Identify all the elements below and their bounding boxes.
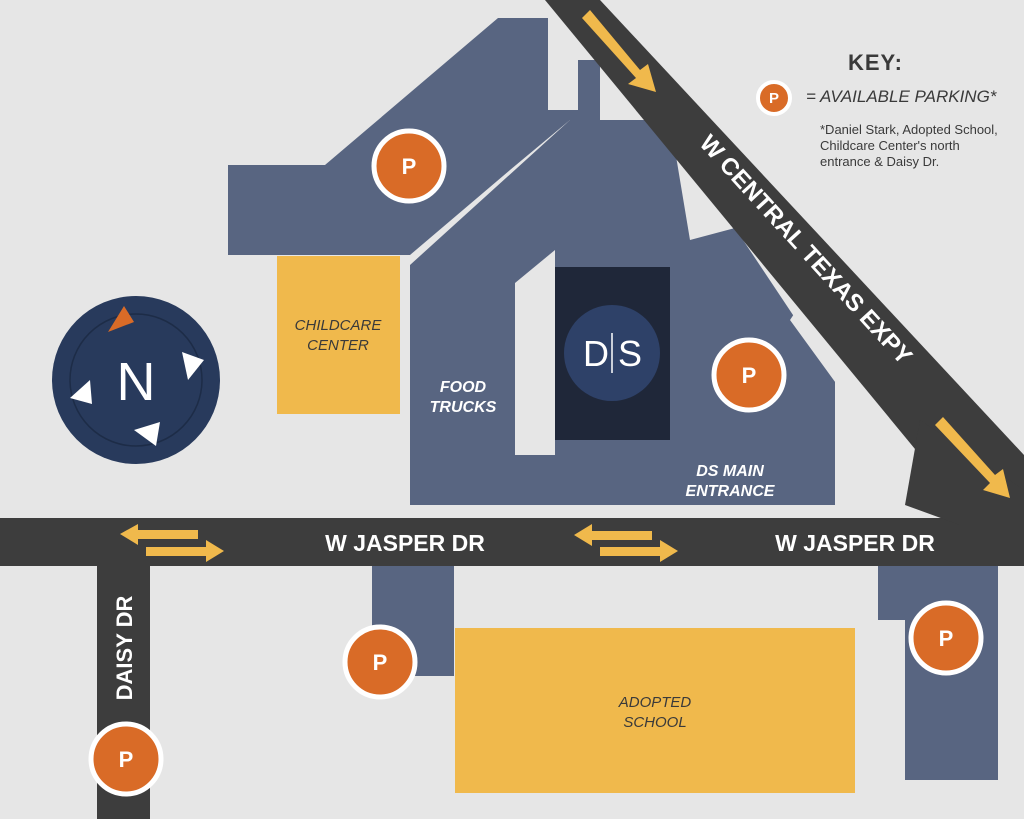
food-trucks-label-2: TRUCKS xyxy=(430,399,497,416)
compass-west-arrow-icon xyxy=(70,380,92,404)
parking-marker-label: P xyxy=(402,154,417,179)
parking-marker: P xyxy=(88,721,164,797)
lot-courtyard xyxy=(515,250,555,455)
expy-arrow-south xyxy=(935,417,1010,498)
compass-disc xyxy=(52,296,220,464)
jasper-mid-arrow-left xyxy=(574,524,652,546)
parking-marker-label: P xyxy=(939,626,954,651)
key-parking-label: = AVAILABLE PARKING* xyxy=(806,87,997,106)
compass-letter: N xyxy=(117,352,156,412)
parking-marker: P xyxy=(908,600,984,676)
traffic-arrows xyxy=(120,10,1010,562)
compass: N xyxy=(52,296,220,464)
jasper-west-arrow-right xyxy=(146,540,224,562)
central-expy-road xyxy=(545,0,1024,540)
ds-logo-left: D xyxy=(583,333,609,374)
expy-ramp xyxy=(905,420,1024,525)
compass-north-arrow-icon xyxy=(108,306,134,332)
childcare-building xyxy=(277,256,400,414)
childcare-label-2: CENTER xyxy=(307,337,369,354)
compass-ring xyxy=(69,313,203,447)
childcare-label-1: CHILDCARE xyxy=(295,317,383,334)
jasper-mid-arrow-right xyxy=(600,540,678,562)
compass-east-arrow-icon xyxy=(182,352,204,380)
jasper-west-label: W JASPER DR xyxy=(325,530,485,556)
main-entrance-label-2: ENTRANCE xyxy=(686,483,776,500)
parking-marker-label: P xyxy=(742,363,757,388)
jasper-west-arrow-left xyxy=(120,524,198,545)
parking-marker: P xyxy=(342,624,418,700)
school-label-1: ADOPTED xyxy=(618,694,692,711)
adopted-school-building xyxy=(455,628,855,793)
compass-south-arrow-icon xyxy=(134,422,160,446)
ds-logo-right: S xyxy=(618,333,642,374)
parking-marker: P xyxy=(371,128,447,204)
school-label-2: SCHOOL xyxy=(623,714,686,731)
jasper-east-label: W JASPER DR xyxy=(775,530,935,556)
parking-marker: P xyxy=(711,337,787,413)
parking-marker-label: P xyxy=(373,650,388,675)
main-entrance-label-1: DS MAIN xyxy=(696,463,764,480)
food-trucks-label-1: FOOD xyxy=(440,379,487,396)
key-parking-icon: P xyxy=(756,80,792,116)
north-lot-notch xyxy=(548,60,578,110)
key-title: KEY: xyxy=(848,50,903,75)
parking-marker-label: P xyxy=(119,747,134,772)
east-island xyxy=(790,305,905,505)
key-note: *Daniel Stark, Adopted School, Childcare… xyxy=(820,122,998,169)
daisy-label: DAISY DR xyxy=(112,596,137,701)
expy-arrow-north xyxy=(582,10,656,92)
jasper-road xyxy=(0,518,1024,566)
